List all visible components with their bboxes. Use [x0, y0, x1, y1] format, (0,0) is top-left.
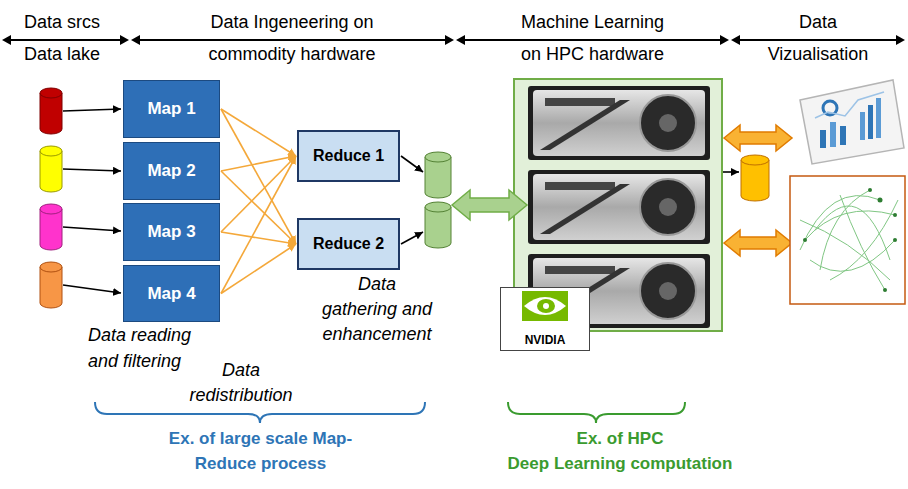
output-arrow	[723, 171, 739, 173]
reduce-box: Reduce 1	[297, 130, 400, 182]
reduce-box: Reduce 2	[297, 218, 400, 270]
connector	[221, 156, 296, 294]
connector	[221, 156, 296, 232]
nvidia-logo	[500, 287, 590, 351]
section-header: Machine Learning on HPC hardware	[510, 6, 675, 70]
bracket-caption: Ex. of HPC	[495, 426, 745, 451]
section-header: Data srcs Data lake	[12, 6, 112, 70]
node-text: Map 1	[147, 99, 195, 119]
bracket-caption: Deep Learning computation	[495, 451, 745, 476]
node-text: Map 4	[147, 284, 195, 304]
transfer-arrow	[452, 190, 527, 220]
header-arrows	[2, 35, 905, 45]
result-cylinders	[425, 152, 451, 248]
node-text: Map 2	[147, 161, 195, 181]
connector	[221, 156, 296, 171]
section-header: Data Ingeneering on commodity hardware	[192, 6, 392, 70]
network-image	[790, 176, 905, 304]
node-text: Map 3	[147, 222, 195, 242]
bracket	[95, 402, 425, 423]
step-note: Data redistribution	[185, 358, 297, 408]
step-note: Data reading and filtering	[88, 322, 213, 374]
node-text: Reduce 1	[313, 147, 384, 165]
process-box: Map 4	[123, 265, 220, 322]
dashboard-image	[800, 80, 904, 164]
node-text: NVIDIA	[525, 333, 566, 347]
visualisation-arrows	[724, 125, 792, 256]
logo-box: NVIDIA	[500, 287, 590, 351]
output-cylinder	[741, 155, 769, 201]
process-box: Map 2	[123, 142, 220, 200]
gpu-panel	[514, 79, 722, 331]
process-box: Map 3	[123, 203, 220, 261]
connector	[221, 244, 296, 294]
node-text: Reduce 2	[313, 235, 384, 253]
connector	[221, 171, 296, 244]
bracket-caption: Ex. of large scale Map-Reduce process	[158, 426, 363, 476]
connector	[221, 109, 296, 156]
process-box: Map 1	[123, 80, 220, 138]
input-arrows	[63, 109, 121, 293]
connector	[221, 232, 296, 244]
data-source-cylinders	[40, 88, 62, 308]
bracket	[508, 402, 685, 423]
output-arrows	[401, 156, 423, 244]
step-note: Data gathering and enhancement	[318, 272, 436, 347]
section-header: Data Vizualisation	[758, 6, 878, 70]
